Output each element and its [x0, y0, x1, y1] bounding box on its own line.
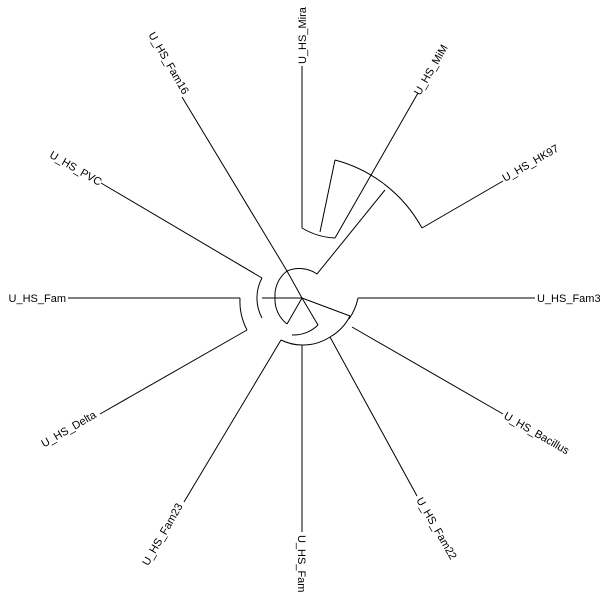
leaf-label-mira: U_HS_Mira	[297, 6, 309, 64]
branch-upper-stem	[286, 189, 386, 275]
branch-lower-arc	[291, 324, 319, 336]
leaf-label-mim: U_HS_MiM	[412, 43, 451, 98]
branch-leaf-mim	[334, 92, 419, 239]
branch-upper-arc	[334, 159, 423, 229]
branch-fam-fam23-arc	[280, 339, 303, 346]
leaf-label-delta: U_HS_Delta	[40, 409, 100, 450]
branch-leaf-fam16	[181, 96, 288, 272]
branch-leaf-bacillus	[351, 326, 504, 415]
branch-left-arc	[256, 277, 263, 319]
branch-left-arc-2	[239, 297, 248, 331]
branch-lower-join	[301, 297, 319, 326]
leaf-label-fam3: U_HS_Fam3	[537, 293, 600, 305]
leaf-label-pvc: U_HS_PVC	[47, 149, 103, 188]
branch-mira-mim-stem	[319, 159, 336, 233]
branch-right-arc	[348, 297, 359, 320]
tree-branches	[68, 66, 535, 532]
leaf-label-fam16: U_HS_Fam16	[146, 30, 191, 96]
leaf-label-bacillus: U_HS_Bacillus	[502, 410, 572, 457]
branch-leaf-delta	[99, 329, 248, 415]
branch-mira-mim-arc	[301, 227, 336, 239]
leaf-label-fam-left: U_HS_Fam	[9, 293, 66, 305]
leaf-label-fam-bottom: U_HS_Fam	[295, 535, 307, 592]
branch-leaf-hk97	[421, 180, 504, 229]
leaf-label-fam22: U_HS_Fam22	[413, 496, 458, 562]
branch-leaf-pvc	[100, 182, 263, 279]
leaf-label-hk97: U_HS_HK97	[501, 143, 562, 185]
branch-right-join	[301, 297, 351, 317]
leaf-label-fam23: U_HS_Fam23	[140, 502, 185, 568]
branch-fam22-fam-arc	[301, 336, 331, 346]
branch-leaf-fam22	[329, 336, 418, 497]
branch-leaf-fam23	[183, 339, 282, 503]
branch-right-stem	[329, 315, 351, 338]
branch-root	[275, 270, 303, 325]
